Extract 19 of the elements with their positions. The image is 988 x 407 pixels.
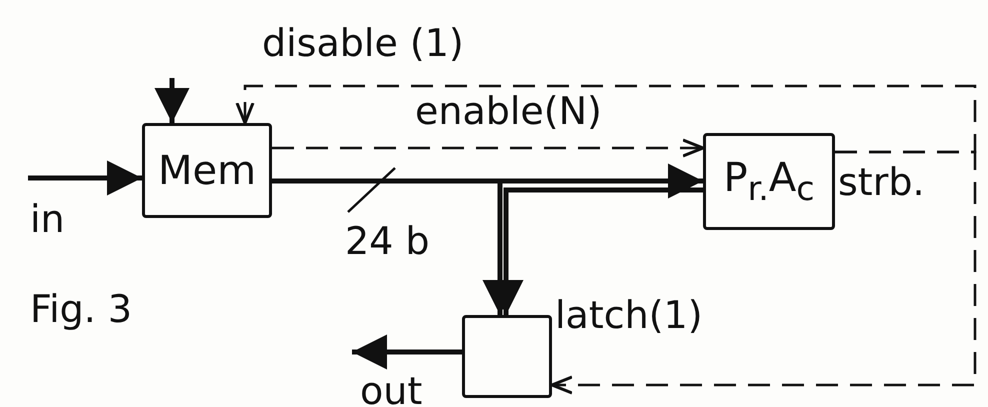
edge-label: enable(N) <box>415 92 602 130</box>
arrow <box>28 160 142 196</box>
edge-label: out <box>360 372 422 407</box>
edge-label: latch(1) <box>555 296 703 334</box>
figure-caption: Fig. 3 <box>30 290 132 328</box>
arrow <box>352 334 462 370</box>
edge-label: disable (1) <box>262 24 464 62</box>
dashed-arrow <box>550 150 976 394</box>
block-box <box>703 133 835 230</box>
signal-label: strb. <box>838 163 925 201</box>
edge-label: 24 b <box>345 222 430 260</box>
empty-block-box <box>462 315 552 398</box>
block-box <box>142 123 272 218</box>
dashed-arrow <box>272 138 704 158</box>
edge-label: in <box>30 200 65 238</box>
arrow <box>154 78 190 123</box>
block-label: P$_{r.}$A$_{c}$ <box>723 158 815 206</box>
dashed-arrow <box>236 84 976 154</box>
block-label: Mem <box>158 150 256 190</box>
